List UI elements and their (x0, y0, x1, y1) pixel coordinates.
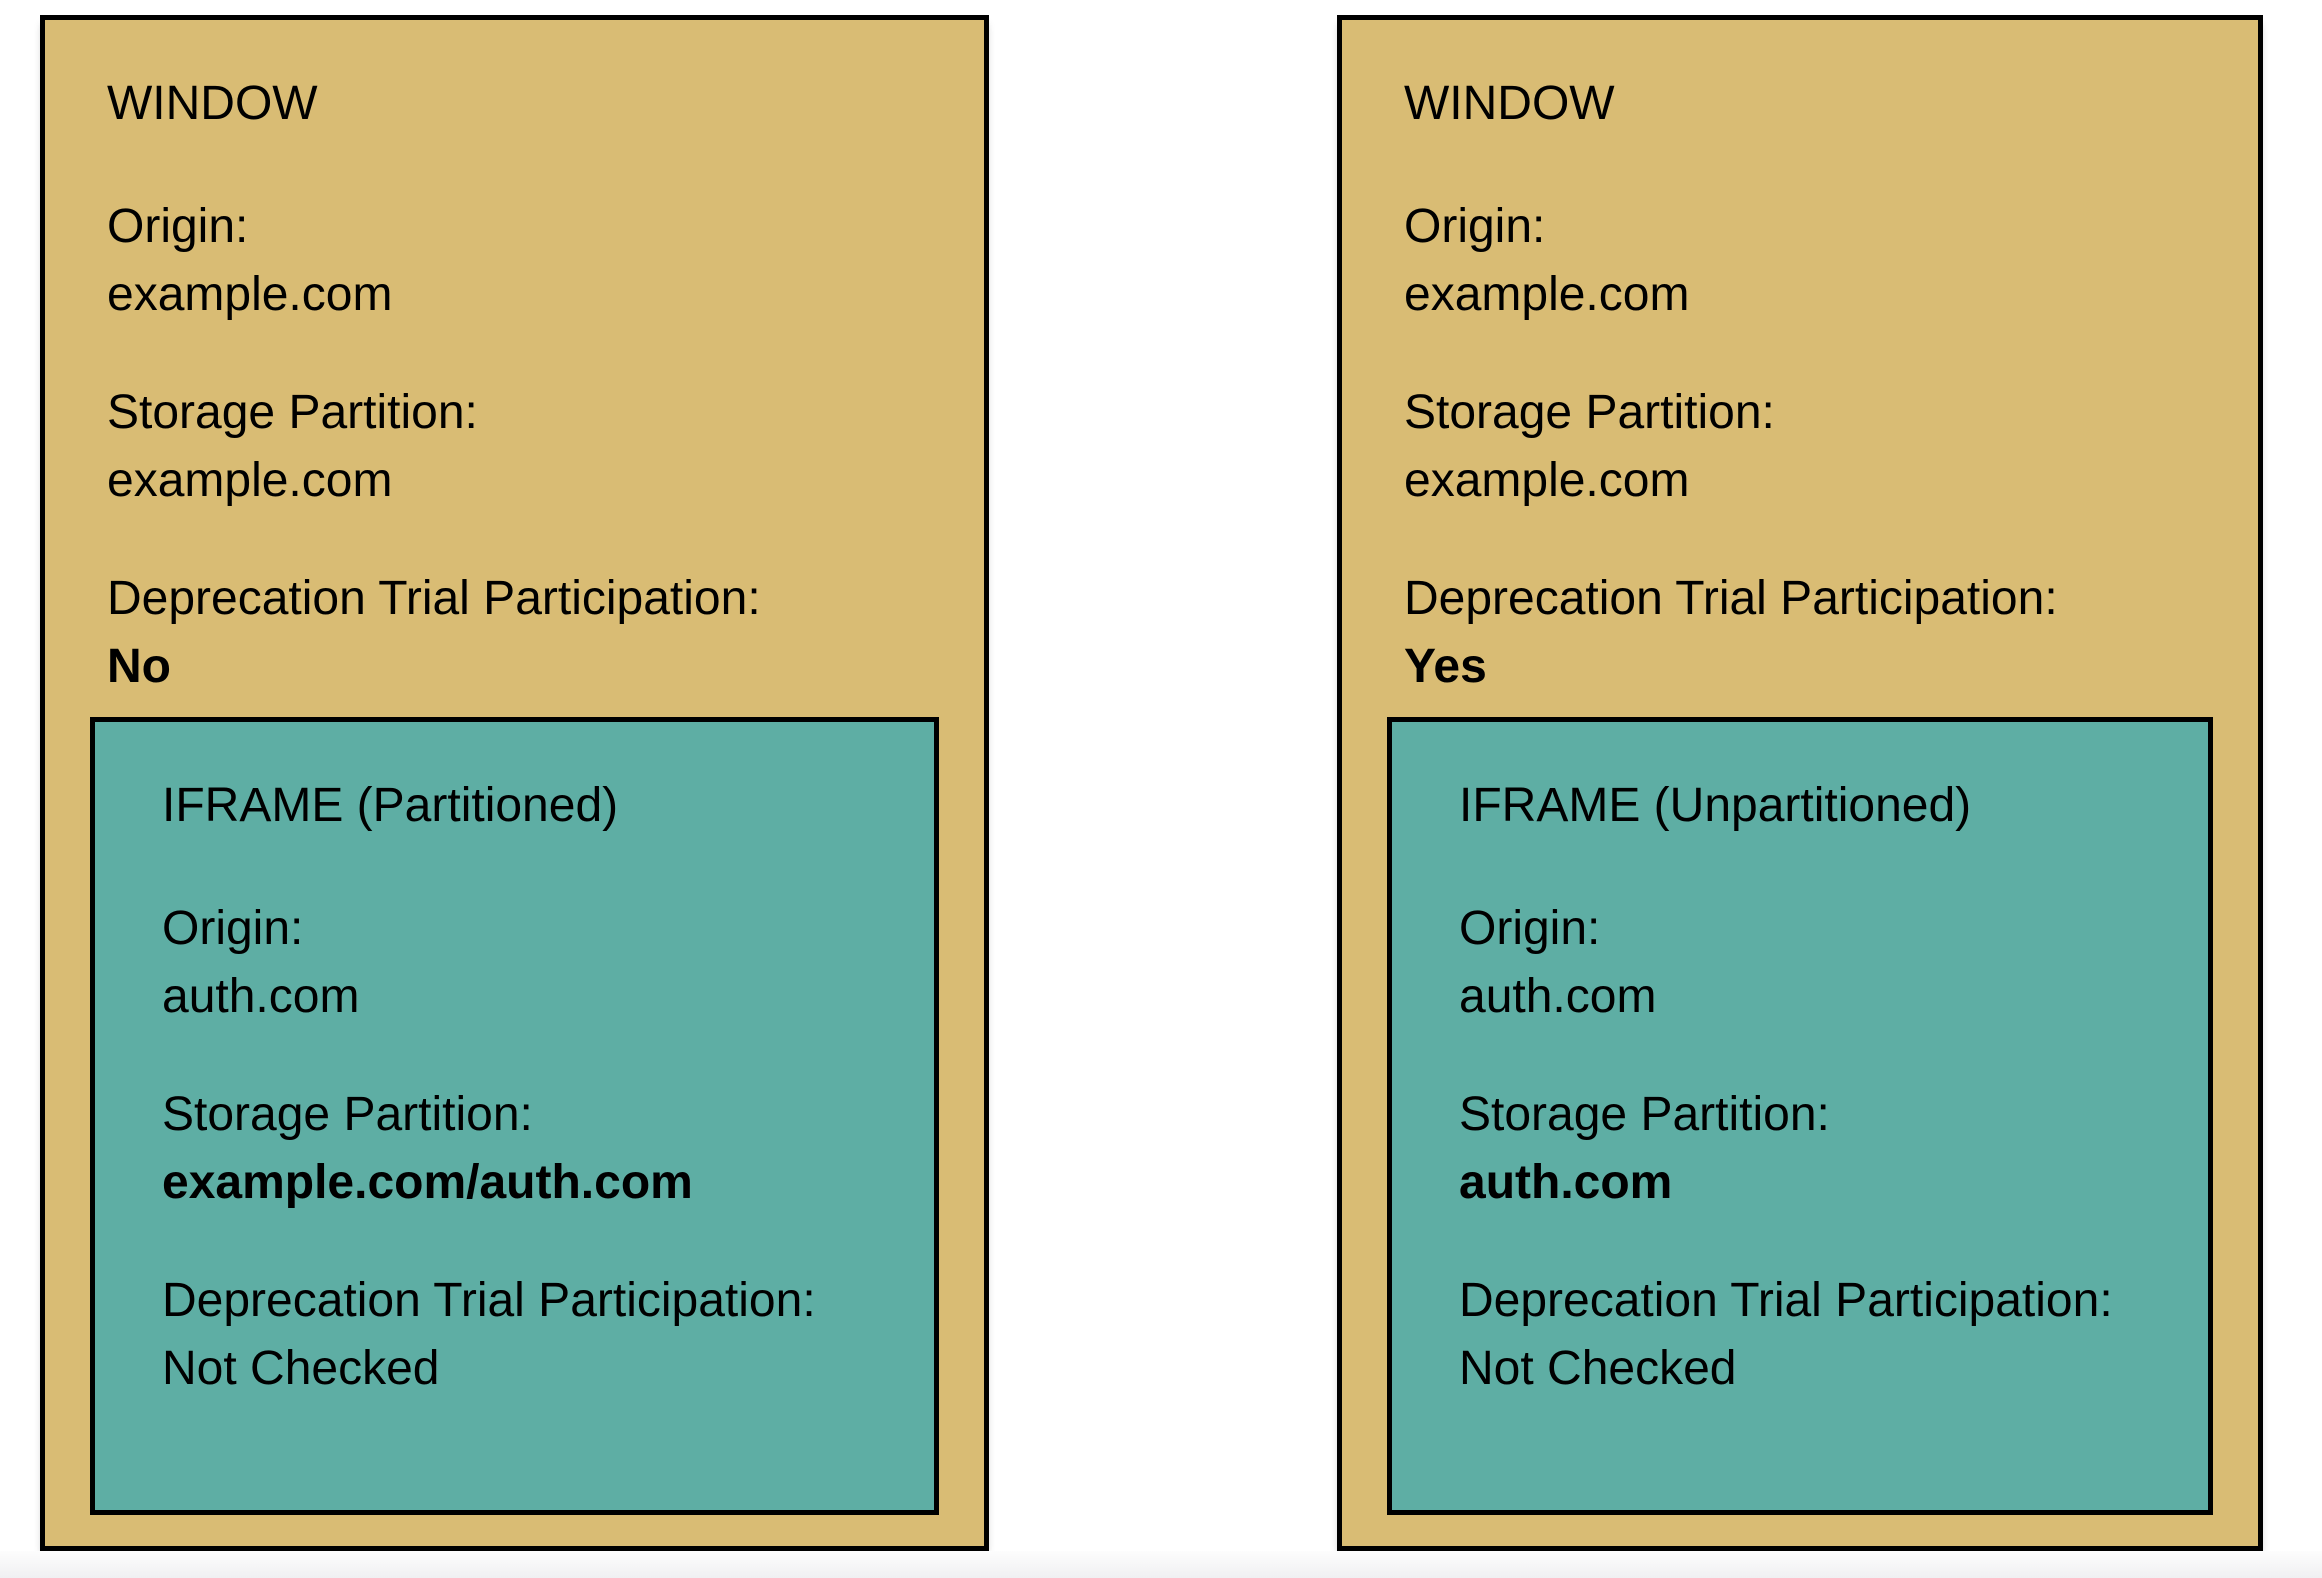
iframe-title: IFRAME (Unpartitioned) (1459, 779, 1972, 832)
deprecation-trial-field: Deprecation Trial Participation: No (107, 565, 924, 701)
iframe-deprecation-trial-label: Deprecation Trial Participation: (162, 1274, 816, 1327)
storage-partition-field: Storage Partition: example.com (107, 379, 924, 515)
iframe-origin-field: Origin: auth.com (162, 895, 884, 1031)
iframe-deprecation-trial-label: Deprecation Trial Participation: (1459, 1274, 2113, 1327)
iframe-origin-field: Origin: auth.com (1459, 895, 2158, 1031)
iframe-content: IFRAME (Unpartitioned) Origin: auth.com … (1392, 722, 2208, 1403)
origin-field: Origin: example.com (1404, 193, 2198, 329)
iframe-deprecation-trial-field: Deprecation Trial Participation: Not Che… (1459, 1267, 2158, 1403)
iframe-storage-partition-value: auth.com (1459, 1156, 1673, 1209)
iframe-content: IFRAME (Partitioned) Origin: auth.com St… (95, 722, 934, 1403)
iframe-box-partitioned: IFRAME (Partitioned) Origin: auth.com St… (90, 717, 939, 1515)
iframe-storage-partition-label: Storage Partition: (162, 1088, 533, 1141)
storage-partition-value: example.com (107, 454, 393, 507)
origin-value: example.com (107, 268, 393, 321)
iframe-box-unpartitioned: IFRAME (Unpartitioned) Origin: auth.com … (1387, 717, 2213, 1515)
iframe-deprecation-trial-field: Deprecation Trial Participation: Not Che… (162, 1267, 884, 1403)
iframe-storage-partition-label: Storage Partition: (1459, 1088, 1830, 1141)
origin-field: Origin: example.com (107, 193, 924, 329)
iframe-storage-partition-value: example.com/auth.com (162, 1156, 693, 1209)
origin-label: Origin: (107, 200, 249, 253)
window-box-right: WINDOW Origin: example.com Storage Parti… (1337, 15, 2263, 1551)
iframe-title: IFRAME (Partitioned) (162, 779, 619, 832)
deprecation-trial-field: Deprecation Trial Participation: Yes (1404, 565, 2198, 701)
deprecation-trial-value: No (107, 640, 171, 693)
window-content: WINDOW Origin: example.com Storage Parti… (1342, 20, 2258, 701)
storage-partition-label: Storage Partition: (1404, 386, 1775, 439)
page-bottom-gradient (0, 1551, 2322, 1578)
iframe-origin-value: auth.com (1459, 970, 1657, 1023)
deprecation-trial-label: Deprecation Trial Participation: (1404, 572, 2058, 625)
deprecation-trial-value: Yes (1404, 640, 1487, 693)
iframe-origin-label: Origin: (1459, 902, 1601, 955)
iframe-storage-partition-field: Storage Partition: auth.com (1459, 1081, 2158, 1217)
window-title: WINDOW (1404, 77, 1615, 130)
iframe-deprecation-trial-value: Not Checked (162, 1342, 440, 1395)
window-box-left: WINDOW Origin: example.com Storage Parti… (40, 15, 989, 1551)
window-content: WINDOW Origin: example.com Storage Parti… (45, 20, 984, 701)
origin-value: example.com (1404, 268, 1690, 321)
deprecation-trial-label: Deprecation Trial Participation: (107, 572, 761, 625)
iframe-storage-partition-field: Storage Partition: example.com/auth.com (162, 1081, 884, 1217)
origin-label: Origin: (1404, 200, 1546, 253)
storage-partition-value: example.com (1404, 454, 1690, 507)
iframe-origin-value: auth.com (162, 970, 360, 1023)
storage-partition-field: Storage Partition: example.com (1404, 379, 2198, 515)
iframe-origin-label: Origin: (162, 902, 304, 955)
storage-partition-label: Storage Partition: (107, 386, 478, 439)
window-title: WINDOW (107, 77, 318, 130)
iframe-deprecation-trial-value: Not Checked (1459, 1342, 1737, 1395)
